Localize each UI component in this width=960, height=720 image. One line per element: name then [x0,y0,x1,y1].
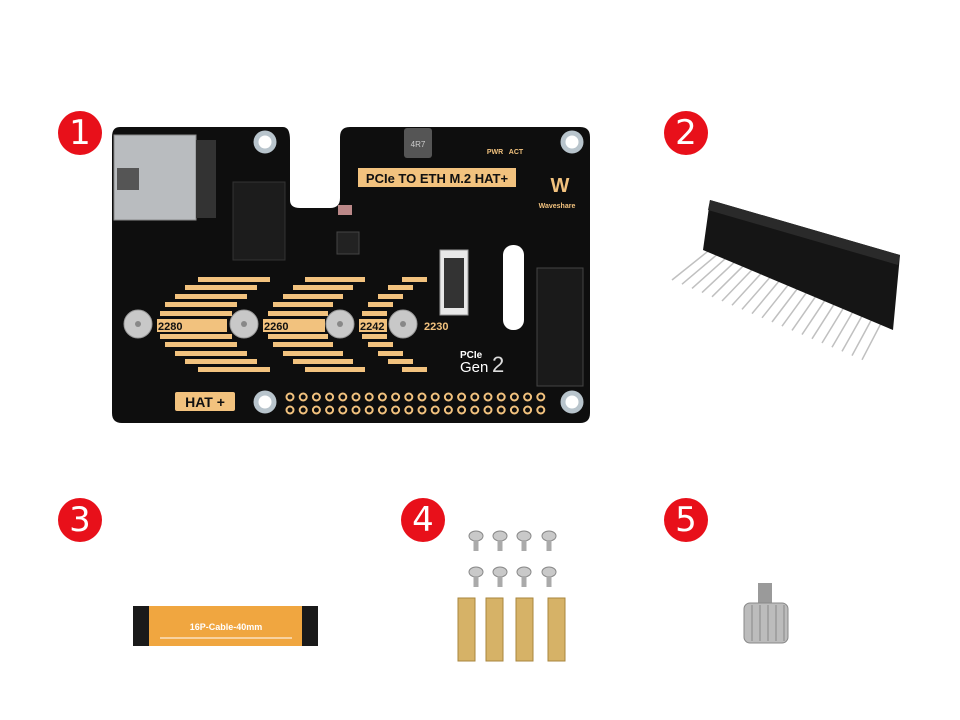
callout-2: 2 [664,111,708,155]
gen-label: Gen [460,359,488,376]
gpio-header-pads [285,392,546,415]
gpio-pad [496,392,506,402]
gpio-pad [377,405,387,415]
gpio-pad [325,392,335,402]
fpc-cable: 16P-Cable-40mm [133,606,318,646]
gpio-pad [457,405,467,415]
gpio-pad [364,405,374,415]
gpio-pad [377,392,387,402]
cable-label: 16P-Cable-40mm [190,622,263,632]
m2.5-screw [541,566,557,578]
board-title: PCIe TO ETH M.2 HAT+ [366,171,509,186]
m2.5-screw [492,530,508,542]
size-2230: 2230 [424,321,448,333]
gpio-pad [509,405,519,415]
gpio-pad [443,405,453,415]
gpio-pad [457,392,467,402]
m2.5-screw [468,530,484,542]
waveshare-logo-icon: W [551,175,570,197]
gpio-pad [536,405,546,415]
size-2280: 2280 [158,321,182,333]
callout-5: 5 [664,498,708,542]
gpio-pad [351,405,361,415]
pcie-to-eth-hat-board: 4R7 PWR ACT PCIe TO ETH M.2 HAT+ W Waves… [112,127,590,423]
gpio-pad [483,392,493,402]
pcie-label: PCIe [460,350,483,361]
callout-4: 4 [401,498,445,542]
gen-number: 2 [492,352,504,377]
size-2242: 2242 [360,321,384,333]
header-pin [681,250,722,285]
m2.5-screw [492,566,508,578]
gpio-pad [483,405,493,415]
m2.5-screw [516,566,532,578]
gpio-pad [298,405,308,415]
gpio-pad [298,392,308,402]
size-2260: 2260 [264,321,288,333]
act-led-label: ACT [509,149,524,156]
gpio-pad [470,392,480,402]
gpio-pad [443,392,453,402]
brass-standoff [515,597,534,662]
header-pin [691,253,732,289]
gpio-pad [470,405,480,415]
pwr-led-label: PWR [487,149,503,156]
m2-slot [536,267,584,387]
gpio-pad [285,392,295,402]
gpio-pad [430,392,440,402]
gpio-pad [285,405,295,415]
header-pin [671,247,713,281]
callout-1: 1 [58,111,102,155]
gpio-pad [430,405,440,415]
brass-standoff [485,597,504,662]
m2.5-screw [468,566,484,578]
gpio-pad [338,392,348,402]
brand-label: Waveshare [539,203,576,210]
gpio-pad [311,392,321,402]
gpio-pad [338,405,348,415]
brass-standoff [457,597,476,662]
gpio-pad [404,405,414,415]
gpio-pad [536,392,546,402]
callout-3: 3 [58,498,102,542]
gpio-pad [325,405,335,415]
gpio-pad [417,405,427,415]
screws-and-standoffs [457,530,566,662]
40-pin-header [671,200,900,361]
gpio-pad [391,405,401,415]
brass-standoff [547,597,566,662]
gpio-pad [417,392,427,402]
hat-label: HAT + [185,394,225,410]
gpio-pad [523,405,533,415]
inductor-marking: 4R7 [411,140,426,149]
gpio-pad [523,392,533,402]
thumb-screw [743,583,789,644]
gpio-pad [509,392,519,402]
gpio-pad [311,405,321,415]
m2.5-screw [516,530,532,542]
size-markings [157,277,427,372]
gpio-pad [496,405,506,415]
gpio-pad [351,392,361,402]
gpio-pad [391,392,401,402]
m2.5-screw [541,530,557,542]
gpio-pad [364,392,374,402]
gpio-pad [404,392,414,402]
mounting-holes [253,130,584,414]
